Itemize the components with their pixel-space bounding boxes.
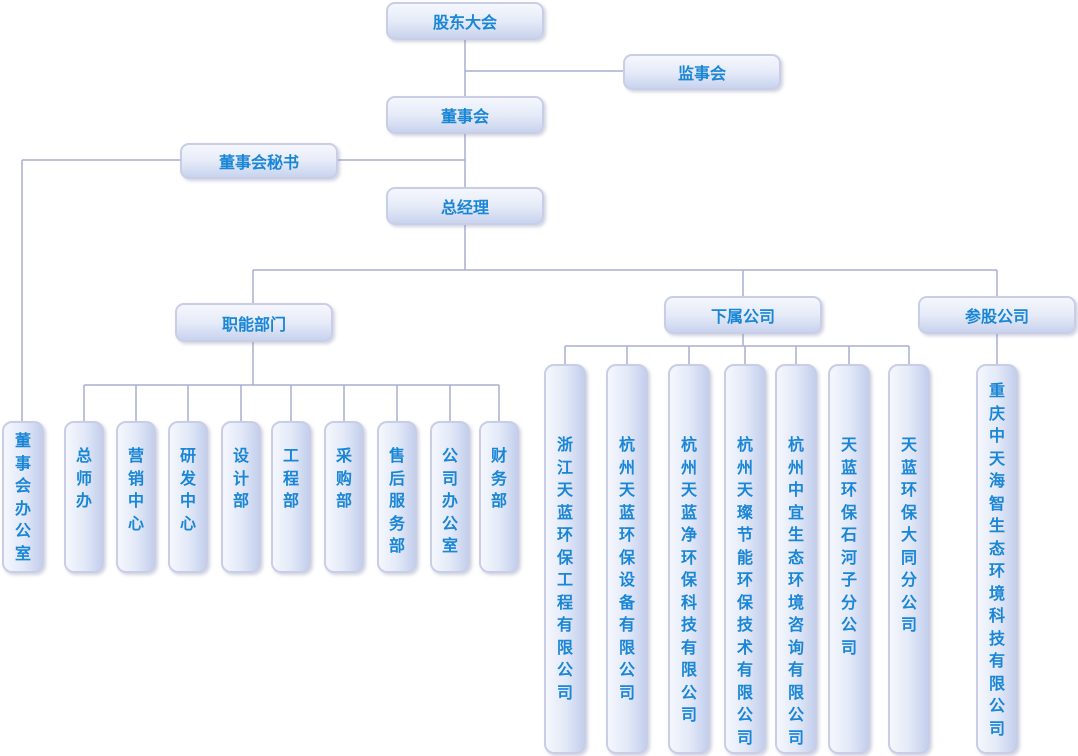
department-label: 研发中心 bbox=[179, 446, 196, 533]
subsidiary-box: 杭州天蓝净环保科技有限公司 bbox=[668, 364, 710, 754]
board-office-label: 董事会办公室 bbox=[14, 431, 31, 563]
board-of-directors-box: 董事会 bbox=[386, 96, 544, 134]
department-box: 研发中心 bbox=[168, 421, 208, 573]
subsidiary-box: 杭州中宜生态环境咨询有限公司 bbox=[775, 364, 817, 754]
subsidiary-box: 杭州天蓝环保设备有限公司 bbox=[606, 364, 648, 754]
subsidiary-box: 浙江天蓝环保工程有限公司 bbox=[544, 364, 586, 754]
subsidiary-label: 杭州中宜生态环境咨询有限公司 bbox=[787, 435, 804, 747]
department-label: 采购部 bbox=[335, 446, 352, 510]
department-label: 营销中心 bbox=[127, 446, 144, 533]
subsidiary-box: 天蓝环保大同分公司 bbox=[888, 364, 930, 754]
department-box: 采购部 bbox=[324, 421, 364, 573]
subsidiary-label: 浙江天蓝环保工程有限公司 bbox=[556, 435, 573, 702]
equity-companies-box: 参股公司 bbox=[918, 296, 1076, 334]
subsidiary-label: 天蓝环保石河子分公司 bbox=[840, 435, 857, 657]
subsidiaries-box: 下属公司 bbox=[664, 296, 822, 334]
board-secretary-box: 董事会秘书 bbox=[180, 143, 338, 179]
department-box: 营销中心 bbox=[116, 421, 156, 573]
functional-departments-box: 职能部门 bbox=[175, 303, 333, 342]
general-manager-box: 总经理 bbox=[386, 187, 544, 225]
shareholders-meeting-box: 股东大会 bbox=[386, 2, 544, 40]
board-office-box: 董事会办公室 bbox=[2, 421, 44, 573]
department-box: 工程部 bbox=[271, 421, 311, 573]
department-label: 设计部 bbox=[232, 446, 249, 510]
supervisory-board-box: 监事会 bbox=[623, 54, 781, 90]
subsidiary-label: 天蓝环保大同分公司 bbox=[900, 435, 917, 634]
department-label: 售后服务部 bbox=[388, 446, 405, 555]
department-box: 总师办 bbox=[64, 421, 104, 573]
subsidiary-box: 天蓝环保石河子分公司 bbox=[828, 364, 870, 754]
subsidiary-label: 杭州天蓝净环保科技有限公司 bbox=[680, 435, 697, 724]
department-label: 总师办 bbox=[75, 446, 92, 510]
department-box: 公司办公室 bbox=[430, 421, 470, 573]
department-box: 设计部 bbox=[221, 421, 261, 573]
department-box: 财务部 bbox=[479, 421, 519, 573]
subsidiary-label: 杭州天璨节能环保技术有限公司 bbox=[736, 435, 753, 747]
equity-company-label: 重庆中天海智生态环境科技有限公司 bbox=[988, 381, 1005, 738]
equity-company-box: 重庆中天海智生态环境科技有限公司 bbox=[976, 364, 1018, 754]
department-box: 售后服务部 bbox=[377, 421, 417, 573]
subsidiary-box: 杭州天璨节能环保技术有限公司 bbox=[724, 364, 766, 754]
department-label: 财务部 bbox=[490, 446, 507, 510]
department-label: 公司办公室 bbox=[441, 446, 458, 555]
department-label: 工程部 bbox=[282, 446, 299, 510]
subsidiary-label: 杭州天蓝环保设备有限公司 bbox=[618, 435, 635, 702]
